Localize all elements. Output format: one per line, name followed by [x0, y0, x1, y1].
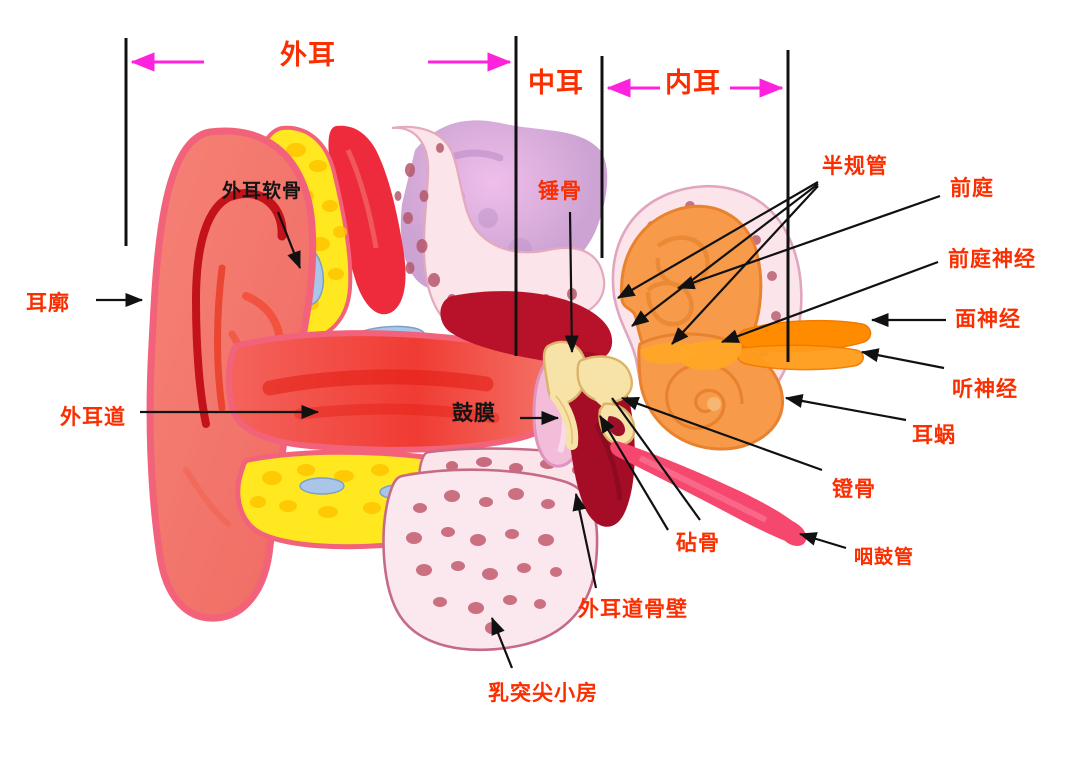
- annotation-label-stapes: 镫骨: [832, 476, 876, 501]
- leader-eustachian: [798, 532, 847, 550]
- section-label-outer-ear: 外耳: [280, 40, 336, 71]
- leader-malleus: [564, 211, 579, 354]
- annotation-label-malleus: 锤骨: [538, 178, 582, 203]
- facial-and-auditory-nerves: [678, 319, 872, 371]
- mastoid-air-cells: [382, 468, 599, 652]
- external-auditory-canal: [225, 330, 572, 453]
- annotation-label-auditory-nerve: 听神经: [952, 376, 1018, 401]
- leader-incus: [611, 397, 701, 521]
- upper-red-band: [328, 125, 406, 315]
- annotation-label-auricle: 耳廓: [26, 290, 70, 315]
- leader-scc-a: [617, 181, 819, 299]
- annotation-label-ear-cartilage: 外耳软骨: [222, 180, 303, 202]
- leader-ear-cartilage: [276, 211, 302, 270]
- ossicle-chain: [542, 340, 636, 450]
- leader-stapes: [620, 396, 823, 472]
- leader-incus-2: [599, 415, 669, 531]
- eustachian-tube: [610, 441, 807, 546]
- annotation-label-vestibular-nerve: 前庭神经: [948, 246, 1036, 271]
- annotation-label-canal-bony-wall: 外耳道骨壁: [578, 596, 688, 621]
- annotation-label-eustachian-tube: 咽鼓管: [854, 546, 915, 568]
- leader-mastoid: [490, 616, 514, 669]
- section-label-inner-ear: 内耳: [665, 68, 721, 99]
- leader-cochlea: [784, 394, 907, 422]
- leader-vestibule: [676, 194, 941, 290]
- annotation-label-vestibule: 前庭: [950, 175, 994, 200]
- section-range-arrows: [130, 52, 784, 98]
- annotation-label-eardrum: 鼓膜: [452, 400, 496, 425]
- annotation-label-ear-canal: 外耳道: [60, 404, 126, 429]
- annotation-label-semicircular-canals: 半规管: [822, 153, 888, 178]
- annotation-label-incus: 砧骨: [676, 530, 720, 555]
- leader-vestibular-nerve: [720, 260, 939, 344]
- leader-bony-wall: [572, 492, 598, 589]
- annotation-label-mastoid-air-cells: 乳突尖小房: [488, 680, 598, 705]
- annotation-label-cochlea: 耳蜗: [912, 422, 956, 447]
- annotation-label-facial-nerve: 面神经: [955, 306, 1021, 331]
- label-leader-lines: [96, 181, 946, 669]
- section-label-middle-ear: 中耳: [528, 68, 584, 99]
- leader-scc-b: [631, 183, 819, 327]
- leader-auditory-nerve: [860, 348, 945, 370]
